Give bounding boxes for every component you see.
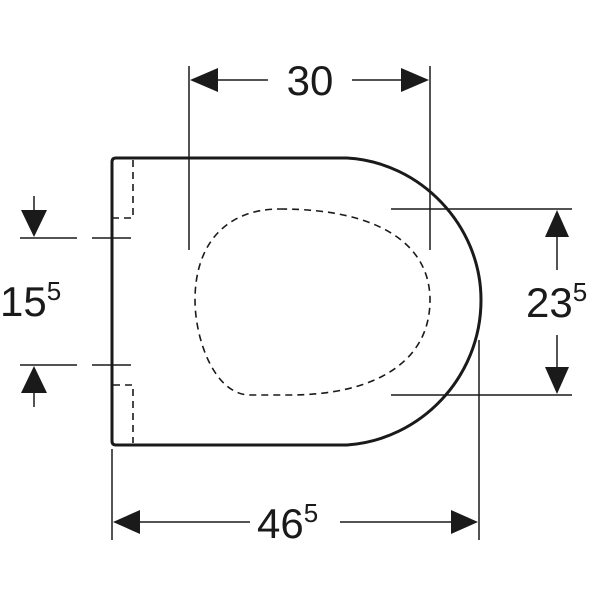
- arrow-down-icon: [21, 210, 47, 237]
- arrow-down-icon: [545, 367, 569, 394]
- dimension-label-sup: 5: [573, 277, 587, 307]
- arrow-right-icon: [451, 510, 478, 534]
- svg-text:155: 155: [0, 276, 61, 325]
- svg-text:465: 465: [257, 498, 318, 547]
- arrow-left-icon: [190, 68, 218, 92]
- dimension-label-main: 46: [257, 500, 304, 547]
- arrow-up-icon: [21, 366, 47, 393]
- arrow-right-icon: [401, 68, 429, 92]
- hinge-notch-top: [113, 160, 134, 219]
- dimension-label-sup: 5: [47, 276, 61, 306]
- dimension-label-sup: 5: [304, 498, 318, 528]
- arrow-left-icon: [113, 510, 140, 534]
- dimension-overall-length: 465: [111, 449, 478, 547]
- seat-outline: [110, 156, 483, 447]
- dimension-left-hinge-spacing: 155: [0, 196, 131, 407]
- dimension-label-main: 15: [0, 278, 47, 325]
- dimension-top-width: 30: [188, 57, 431, 250]
- svg-text:30: 30: [287, 57, 334, 104]
- dimension-label-main: 23: [526, 279, 573, 326]
- dimension-label-main: 30: [287, 57, 334, 104]
- hinge-notch-bottom: [113, 384, 134, 443]
- svg-text:235: 235: [526, 277, 587, 326]
- arrow-up-icon: [545, 210, 569, 237]
- dimension-right-height: 235: [391, 208, 587, 540]
- seat-opening-dashed: [194, 208, 431, 396]
